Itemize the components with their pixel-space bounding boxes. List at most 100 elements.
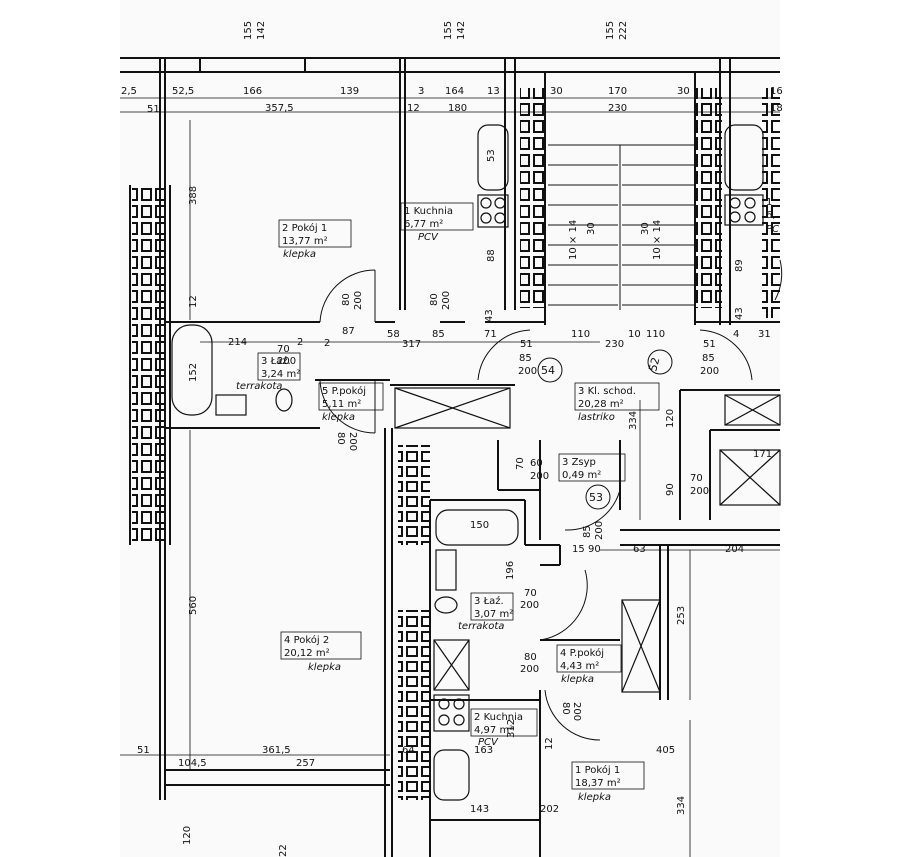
door-d12-h: 200 bbox=[571, 702, 582, 721]
svg-text:70: 70 bbox=[277, 344, 290, 355]
svg-text:30: 30 bbox=[677, 86, 690, 97]
apartment-numbers: 54 52 53 bbox=[541, 356, 663, 504]
svg-text:klepka: klepka bbox=[561, 674, 594, 685]
svg-text:110: 110 bbox=[646, 329, 665, 340]
svg-text:2,5: 2,5 bbox=[121, 86, 137, 97]
svg-text:3 Łaź.: 3 Łaź. bbox=[261, 355, 291, 367]
toilet-1 bbox=[275, 388, 293, 412]
svg-text:terrakota: terrakota bbox=[458, 621, 504, 632]
svg-text:51: 51 bbox=[703, 339, 716, 350]
stove-3 bbox=[724, 194, 764, 226]
svg-text:120: 120 bbox=[665, 409, 676, 428]
door-swings bbox=[319, 259, 783, 741]
svg-text:31: 31 bbox=[758, 329, 771, 340]
apartment-53: 53 bbox=[589, 491, 603, 504]
svg-text:lastriko: lastriko bbox=[578, 412, 615, 423]
svg-text:4 P.pokój: 4 P.pokój bbox=[560, 647, 604, 659]
room-r11: 1 Pokój 1 18,37 m² klepka bbox=[575, 764, 621, 803]
svg-text:PC: PC bbox=[766, 224, 779, 235]
svg-text:3: 3 bbox=[418, 86, 424, 97]
svg-text:143: 143 bbox=[470, 804, 489, 815]
svg-text:4: 4 bbox=[733, 329, 739, 340]
wardrobe-1 bbox=[394, 387, 511, 429]
svg-text:6,77 m²: 6,77 m² bbox=[404, 219, 443, 230]
room-r12: 1 6, PC bbox=[766, 197, 779, 235]
svg-text:64: 64 bbox=[402, 745, 415, 756]
svg-text:3,07 m²: 3,07 m² bbox=[474, 609, 513, 620]
top-dimensions: 155 142 155 142 155 222 bbox=[243, 21, 629, 40]
dimension-lines bbox=[120, 97, 780, 857]
room-r10: 2 Kuchnia 4,97 m² PCV bbox=[474, 712, 523, 748]
toilet-2 bbox=[434, 596, 458, 614]
svg-text:104,5: 104,5 bbox=[178, 758, 207, 769]
svg-text:3,24 m²: 3,24 m² bbox=[261, 369, 300, 380]
ventilation-shafts bbox=[132, 88, 780, 800]
svg-text:257: 257 bbox=[296, 758, 315, 769]
svg-text:163: 163 bbox=[474, 745, 493, 756]
svg-text:16: 16 bbox=[770, 86, 783, 97]
svg-text:5 P.pokój: 5 P.pokój bbox=[322, 385, 366, 397]
svg-text:202: 202 bbox=[540, 804, 559, 815]
svg-text:30: 30 bbox=[550, 86, 563, 97]
svg-text:214: 214 bbox=[228, 337, 247, 348]
svg-text:334: 334 bbox=[676, 796, 687, 815]
svg-text:90: 90 bbox=[588, 544, 601, 555]
svg-text:15: 15 bbox=[572, 544, 585, 555]
top-dim-c2: 222 bbox=[618, 21, 629, 40]
svg-text:18: 18 bbox=[770, 103, 783, 114]
svg-text:18,37 m²: 18,37 m² bbox=[575, 778, 621, 789]
kitchen-sink-3 bbox=[724, 124, 764, 191]
svg-text:43: 43 bbox=[734, 307, 745, 320]
sink-1 bbox=[215, 394, 247, 416]
svg-text:58: 58 bbox=[387, 329, 400, 340]
bathtub-1 bbox=[171, 324, 213, 416]
fridge-box bbox=[433, 639, 470, 691]
room-r8: 3 Łaź. 3,07 m² terrakota bbox=[458, 595, 513, 632]
svg-text:3 Łaź.: 3 Łaź. bbox=[474, 595, 504, 607]
svg-text:388: 388 bbox=[188, 186, 199, 205]
svg-text:63: 63 bbox=[633, 544, 646, 555]
svg-text:10 × 14: 10 × 14 bbox=[652, 220, 663, 260]
svg-text:200: 200 bbox=[700, 366, 719, 377]
door-d6-w: 80 bbox=[335, 432, 346, 445]
top-dim-c1: 155 bbox=[605, 21, 616, 40]
svg-text:3 Zsyp: 3 Zsyp bbox=[562, 457, 596, 468]
svg-text:110: 110 bbox=[571, 329, 590, 340]
svg-text:171: 171 bbox=[753, 449, 772, 460]
door-d7-h: 200 bbox=[530, 471, 549, 482]
svg-text:10: 10 bbox=[628, 329, 641, 340]
svg-text:405: 405 bbox=[656, 745, 675, 756]
room-label-frames bbox=[257, 202, 660, 790]
dim-row-1: 2,5 51 52,5 166 139 3 164 13 30 170 30 1… bbox=[121, 86, 783, 115]
door-d7-w: 60 bbox=[530, 458, 543, 469]
staircase bbox=[548, 144, 695, 310]
svg-text:PCV: PCV bbox=[478, 737, 499, 748]
dim-row-2: 357,5 12 180 230 18 bbox=[265, 103, 783, 114]
door-d10-w: 80 bbox=[524, 652, 537, 663]
svg-text:357,5: 357,5 bbox=[265, 103, 294, 114]
svg-text:klepka: klepka bbox=[578, 792, 611, 803]
svg-text:71: 71 bbox=[484, 329, 497, 340]
apartment-54: 54 bbox=[541, 364, 555, 377]
svg-text:13,77 m²: 13,77 m² bbox=[282, 236, 328, 247]
top-dim-b2: 142 bbox=[456, 21, 467, 40]
svg-text:200: 200 bbox=[518, 366, 537, 377]
svg-text:230: 230 bbox=[605, 339, 624, 350]
door-d8-w: 85 bbox=[582, 525, 593, 538]
top-dim-a1: 155 bbox=[243, 21, 254, 40]
stair-labels: 10 × 14 30 30 10 × 14 bbox=[568, 220, 663, 260]
svg-text:85: 85 bbox=[702, 353, 715, 364]
door-d11-h: 200 bbox=[520, 600, 539, 611]
svg-text:12: 12 bbox=[407, 103, 420, 114]
svg-text:88: 88 bbox=[486, 249, 497, 262]
room-r5: 3 Kl. schod. 20,28 m² lastriko bbox=[578, 386, 636, 423]
svg-text:51: 51 bbox=[147, 104, 160, 115]
svg-text:204: 204 bbox=[725, 544, 744, 555]
room-r1: 2 Pokój 1 13,77 m² klepka bbox=[282, 222, 328, 260]
svg-text:2 Kuchnia: 2 Kuchnia bbox=[474, 712, 523, 723]
apartment-52: 52 bbox=[646, 356, 662, 373]
svg-text:12: 12 bbox=[188, 295, 199, 308]
svg-text:5,11 m²: 5,11 m² bbox=[322, 399, 361, 410]
svg-text:85: 85 bbox=[432, 329, 445, 340]
door-d9-w: 70 bbox=[515, 457, 526, 470]
